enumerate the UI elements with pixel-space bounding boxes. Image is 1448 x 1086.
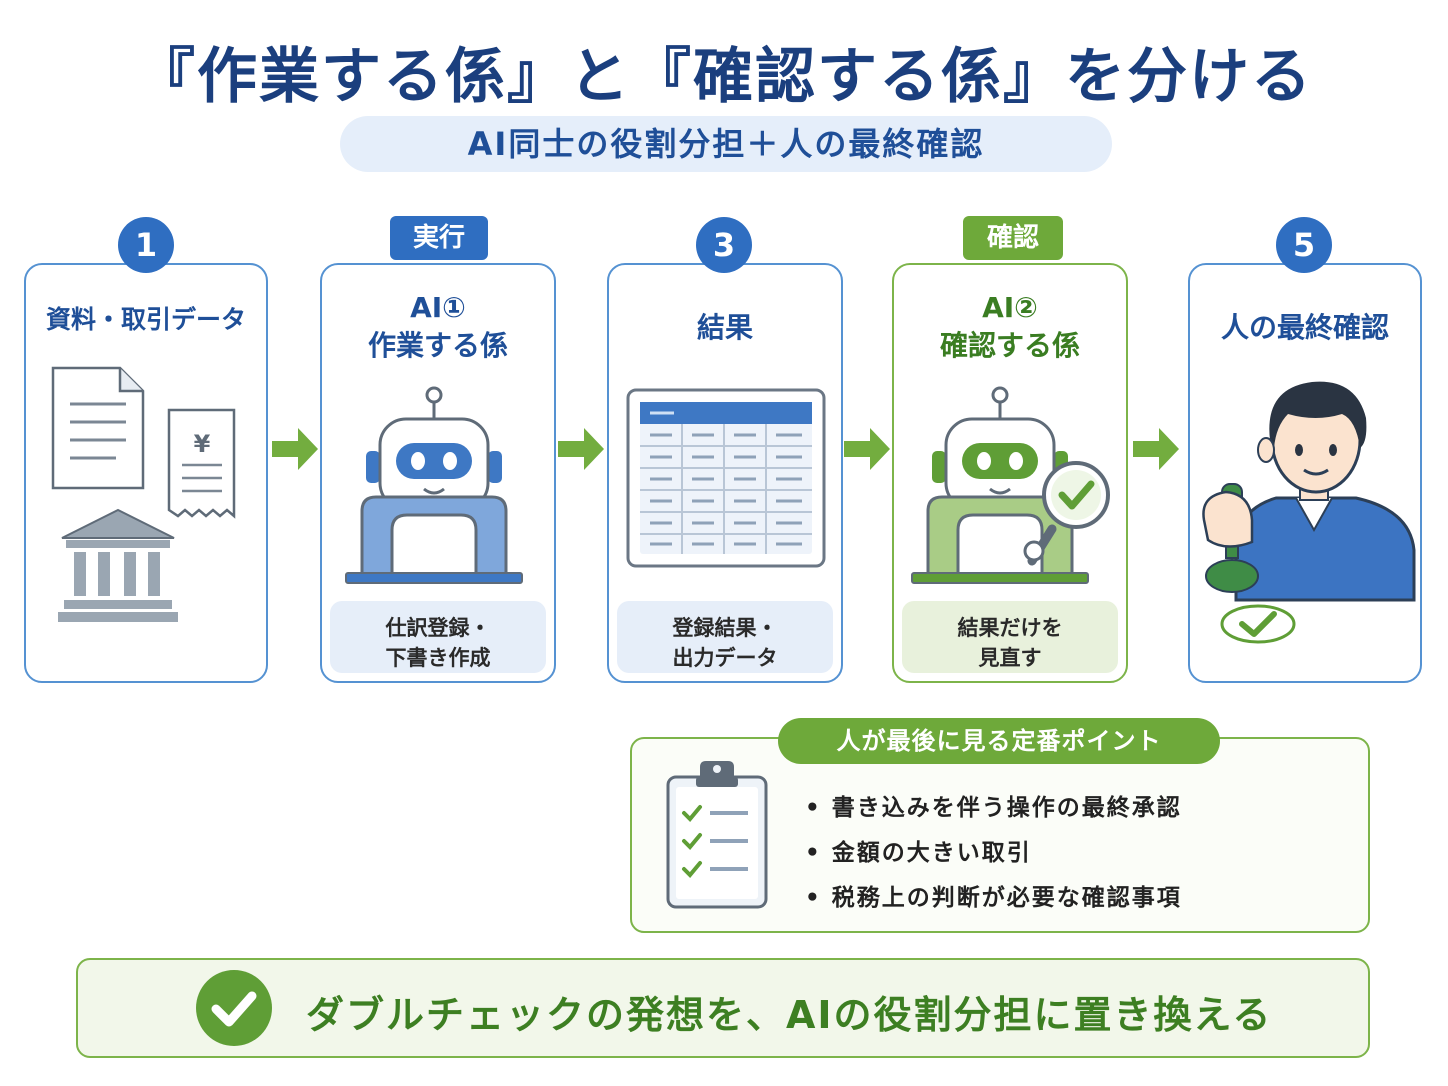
checkpoint-item: • 金額の大きい取引 xyxy=(805,840,1032,866)
approval-check-icon xyxy=(1220,604,1296,644)
checkpoint-item-text: 書き込みを伴う操作の最終承認 xyxy=(831,795,1182,821)
checkpoint-item-text: 金額の大きい取引 xyxy=(831,840,1032,866)
step-title-result: 結果 xyxy=(696,311,753,344)
step-number-3: 3 xyxy=(696,217,752,273)
receipt-icon: ¥ xyxy=(167,408,236,519)
step-desc-ai-checker: 結果だけを 見直す xyxy=(902,601,1118,673)
step-desc-ai-worker-line1: 仕訳登録・ xyxy=(385,616,491,640)
step-number-5: 5 xyxy=(1276,217,1332,273)
stamp-icon xyxy=(1202,483,1259,593)
arrow-right-icon xyxy=(1133,428,1179,470)
document-icon xyxy=(51,366,145,490)
yen-symbol: ¥ xyxy=(194,430,211,458)
checkpoints-title: 人が最後に見る定番ポイント xyxy=(778,718,1220,764)
step-desc-result: 登録結果・ 出力データ xyxy=(617,601,833,673)
clipboard-checklist-icon xyxy=(666,761,768,909)
tag-execute: 実行 xyxy=(390,216,488,260)
step-desc-ai-worker-line2: 下書き作成 xyxy=(385,646,491,670)
spreadsheet-icon xyxy=(626,388,826,568)
step-desc-ai-worker: 仕訳登録・ 下書き作成 xyxy=(330,601,546,673)
checkpoint-item: • 書き込みを伴う操作の最終承認 xyxy=(805,795,1182,821)
tag-check: 確認 xyxy=(963,216,1063,260)
step-desc-ai-checker-line1: 結果だけを xyxy=(957,616,1063,640)
step-title-source-data: 資料・取引データ xyxy=(45,305,246,334)
robot-worker-icon xyxy=(345,386,523,584)
arrow-right-icon xyxy=(844,428,890,470)
step-title-ai-checker-line2: 確認する係 xyxy=(939,329,1080,362)
person-stamp-icon xyxy=(1202,381,1416,644)
step-desc-result-line1: 登録結果・ xyxy=(672,616,778,640)
step-title-ai-worker-line2: 作業する係 xyxy=(367,329,508,362)
step-title-human-check: 人の最終確認 xyxy=(1220,311,1389,344)
bank-icon xyxy=(58,508,178,622)
bottom-banner xyxy=(76,958,1370,1058)
step-title-ai-worker-line1: AI① xyxy=(410,291,466,324)
bottom-message: ダブルチェックの発想を、AIの役割分担に置き換える xyxy=(306,993,1273,1037)
checkpoint-item: • 税務上の判断が必要な確認事項 xyxy=(805,885,1182,911)
arrow-right-icon xyxy=(272,428,318,470)
page-title: 『作業する係』と『確認する係』を分ける xyxy=(135,42,1313,112)
subtitle-pill: AI同士の役割分担＋人の最終確認 xyxy=(340,116,1112,172)
arrow-right-icon xyxy=(558,428,604,470)
step-desc-ai-checker-line2: 見直す xyxy=(978,646,1042,670)
check-circle-icon xyxy=(196,970,272,1046)
magnifier-check-icon xyxy=(1023,461,1110,566)
checkpoint-item-text: 税務上の判断が必要な確認事項 xyxy=(831,885,1182,911)
step-number-1: 1 xyxy=(118,217,174,273)
person-icon xyxy=(1234,381,1416,602)
documents-receipt-bank-icon: ¥ xyxy=(51,366,236,622)
step-desc-result-line2: 出力データ xyxy=(672,646,778,670)
robot-checker-icon xyxy=(911,386,1110,584)
step-title-ai-checker-line1: AI② xyxy=(982,291,1038,324)
